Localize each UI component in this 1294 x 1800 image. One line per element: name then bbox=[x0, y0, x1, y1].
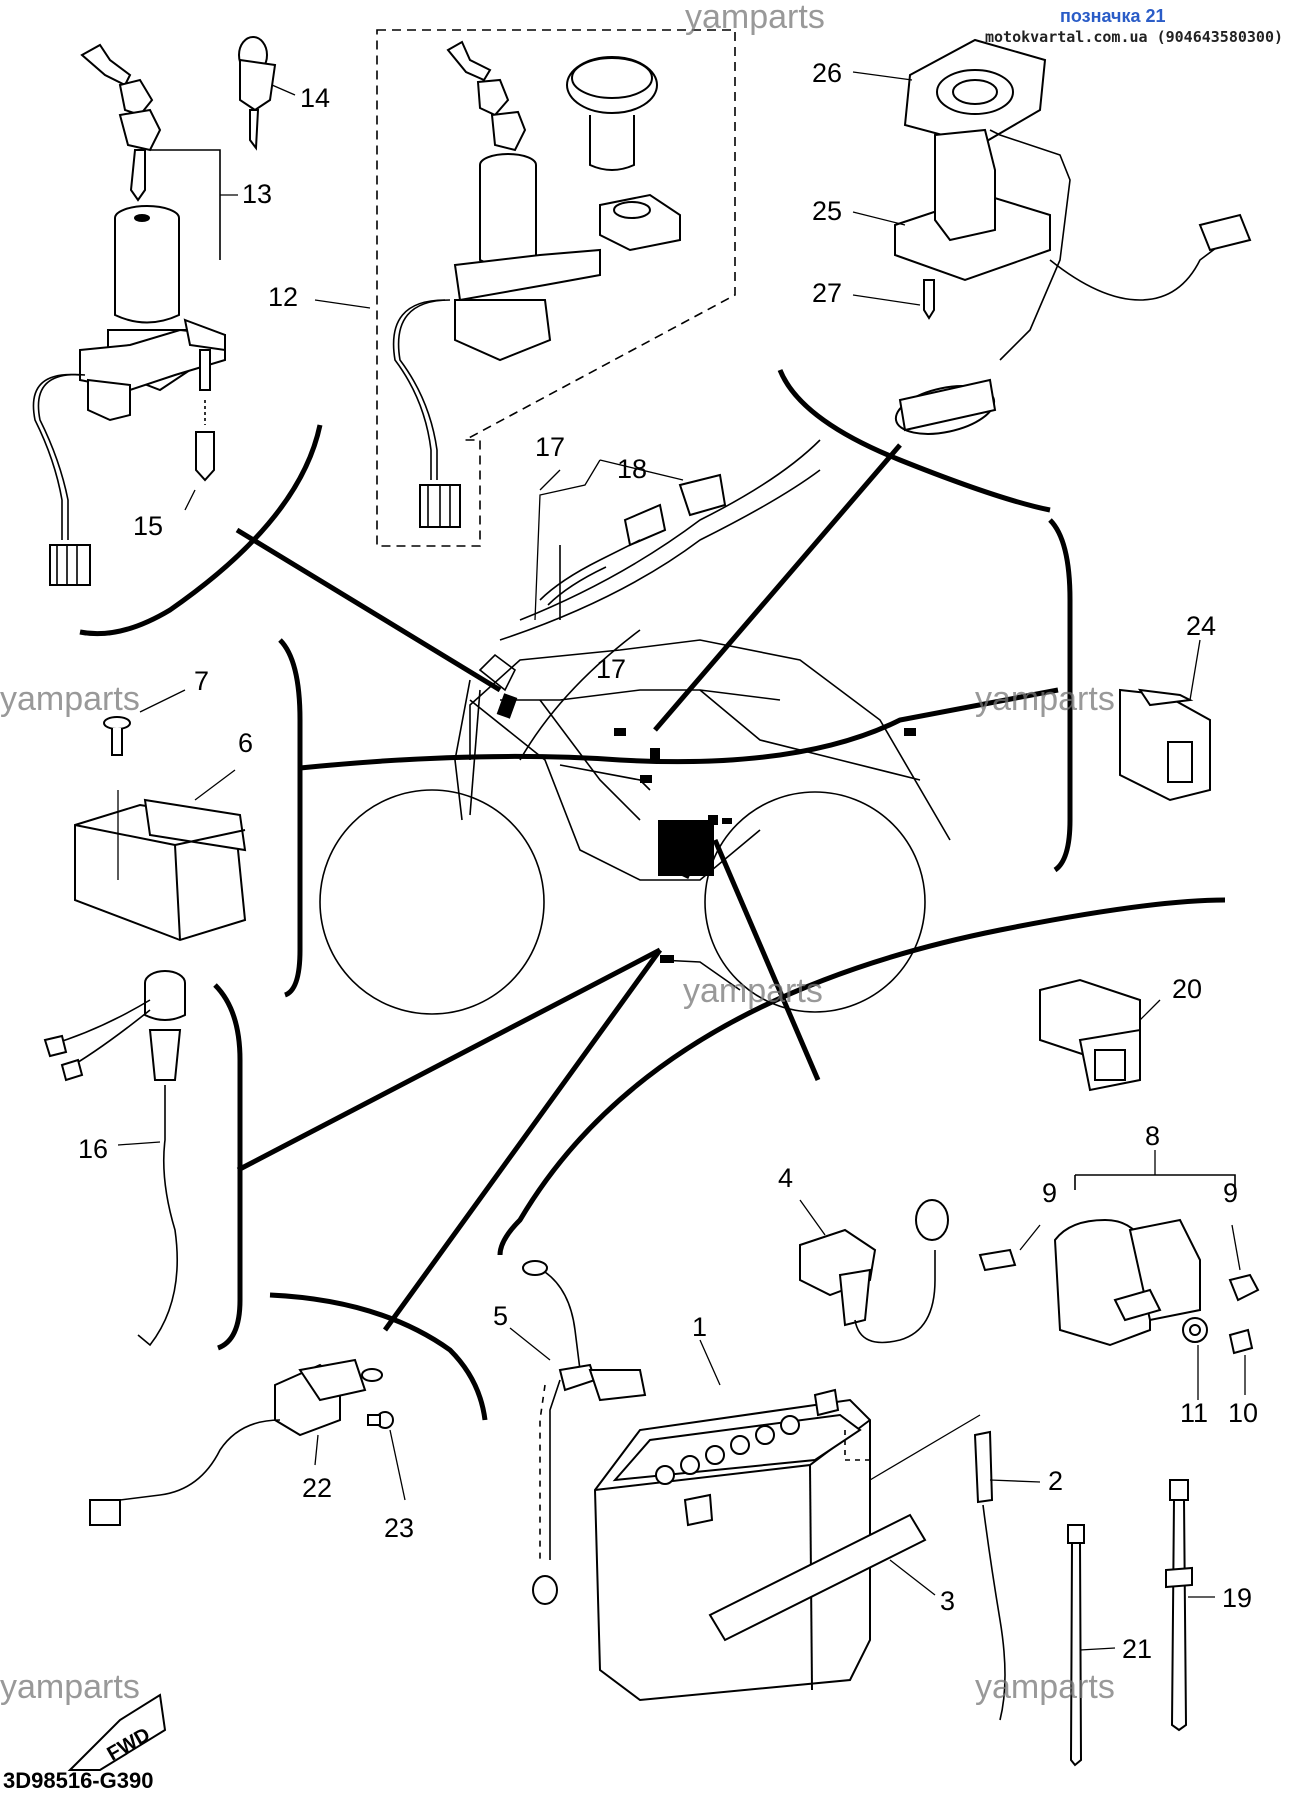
header-title: позначка 21 bbox=[1060, 6, 1166, 26]
callout-26: 26 bbox=[812, 58, 842, 88]
header-site: motokvartal.com.ua (904643580300) bbox=[985, 28, 1283, 46]
diagram-code: 3D98516-G390 bbox=[3, 1768, 153, 1793]
callout-25: 25 bbox=[812, 196, 842, 226]
watermark: yamparts bbox=[975, 680, 1115, 718]
callout-15: 15 bbox=[133, 511, 163, 541]
switch-16 bbox=[43, 970, 186, 1347]
callout-24: 24 bbox=[1186, 611, 1216, 641]
main-switch-13 bbox=[32, 43, 238, 586]
fuel-sender-25 bbox=[852, 38, 1252, 435]
callout-7: 7 bbox=[194, 666, 209, 696]
breather-tube-2 bbox=[973, 1430, 1041, 1721]
watermark: yamparts bbox=[0, 680, 140, 718]
callout-9-left: 9 bbox=[1042, 1178, 1057, 1208]
callout-21: 21 bbox=[1122, 1634, 1152, 1664]
cable-tie-19 bbox=[1165, 1479, 1215, 1732]
motorcycle-outline bbox=[319, 629, 951, 1015]
callout-13: 13 bbox=[242, 179, 272, 209]
callout-5: 5 bbox=[493, 1301, 508, 1331]
rectifier-6 bbox=[74, 689, 247, 942]
callout-9-right: 9 bbox=[1223, 1178, 1238, 1208]
starter-relay-8 bbox=[978, 1150, 1260, 1400]
callout-10: 10 bbox=[1228, 1398, 1258, 1428]
battery-cable-4 bbox=[799, 1199, 949, 1344]
battery-band-3 bbox=[889, 1559, 936, 1596]
callout-16: 16 bbox=[78, 1134, 108, 1164]
callout-3: 3 bbox=[940, 1586, 955, 1616]
lock-set-12 bbox=[314, 29, 736, 547]
callout-1: 1 bbox=[692, 1312, 707, 1342]
watermark: yamparts bbox=[975, 1668, 1115, 1706]
callout-14: 14 bbox=[300, 83, 330, 113]
watermark: yamparts bbox=[683, 972, 823, 1010]
callout-23: 23 bbox=[384, 1513, 414, 1543]
callout-18: 18 bbox=[617, 454, 647, 484]
callout-11: 11 bbox=[1180, 1398, 1208, 1428]
fwd-arrow-icon: FWD bbox=[67, 1693, 167, 1771]
callout-8: 8 bbox=[1145, 1121, 1160, 1151]
callout-17-upper: 17 bbox=[535, 432, 565, 462]
group-brackets bbox=[79, 369, 1226, 1421]
ground-cable-5 bbox=[509, 1260, 647, 1605]
relay-20 bbox=[1039, 978, 1161, 1092]
cable-tie-21 bbox=[1067, 1524, 1116, 1767]
callout-19: 19 bbox=[1222, 1583, 1252, 1613]
callout-6: 6 bbox=[238, 728, 253, 758]
callout-2: 2 bbox=[1048, 1466, 1063, 1496]
callout-12: 12 bbox=[268, 282, 298, 312]
relay-24 bbox=[1119, 639, 1211, 802]
wire-harness-17 bbox=[499, 439, 821, 641]
battery-1 bbox=[593, 1339, 981, 1702]
watermark: yamparts bbox=[0, 1668, 140, 1706]
callout-22: 22 bbox=[302, 1473, 332, 1503]
callout-20: 20 bbox=[1172, 974, 1202, 1004]
key-14 bbox=[238, 36, 296, 151]
watermark: yamparts bbox=[685, 0, 825, 36]
connector-lines bbox=[235, 443, 1059, 1332]
screw-23 bbox=[367, 1411, 406, 1501]
callout-4: 4 bbox=[778, 1163, 793, 1193]
callout-27: 27 bbox=[812, 278, 842, 308]
switch-22 bbox=[89, 1358, 383, 1526]
callout-17-lower: 17 bbox=[596, 654, 626, 684]
